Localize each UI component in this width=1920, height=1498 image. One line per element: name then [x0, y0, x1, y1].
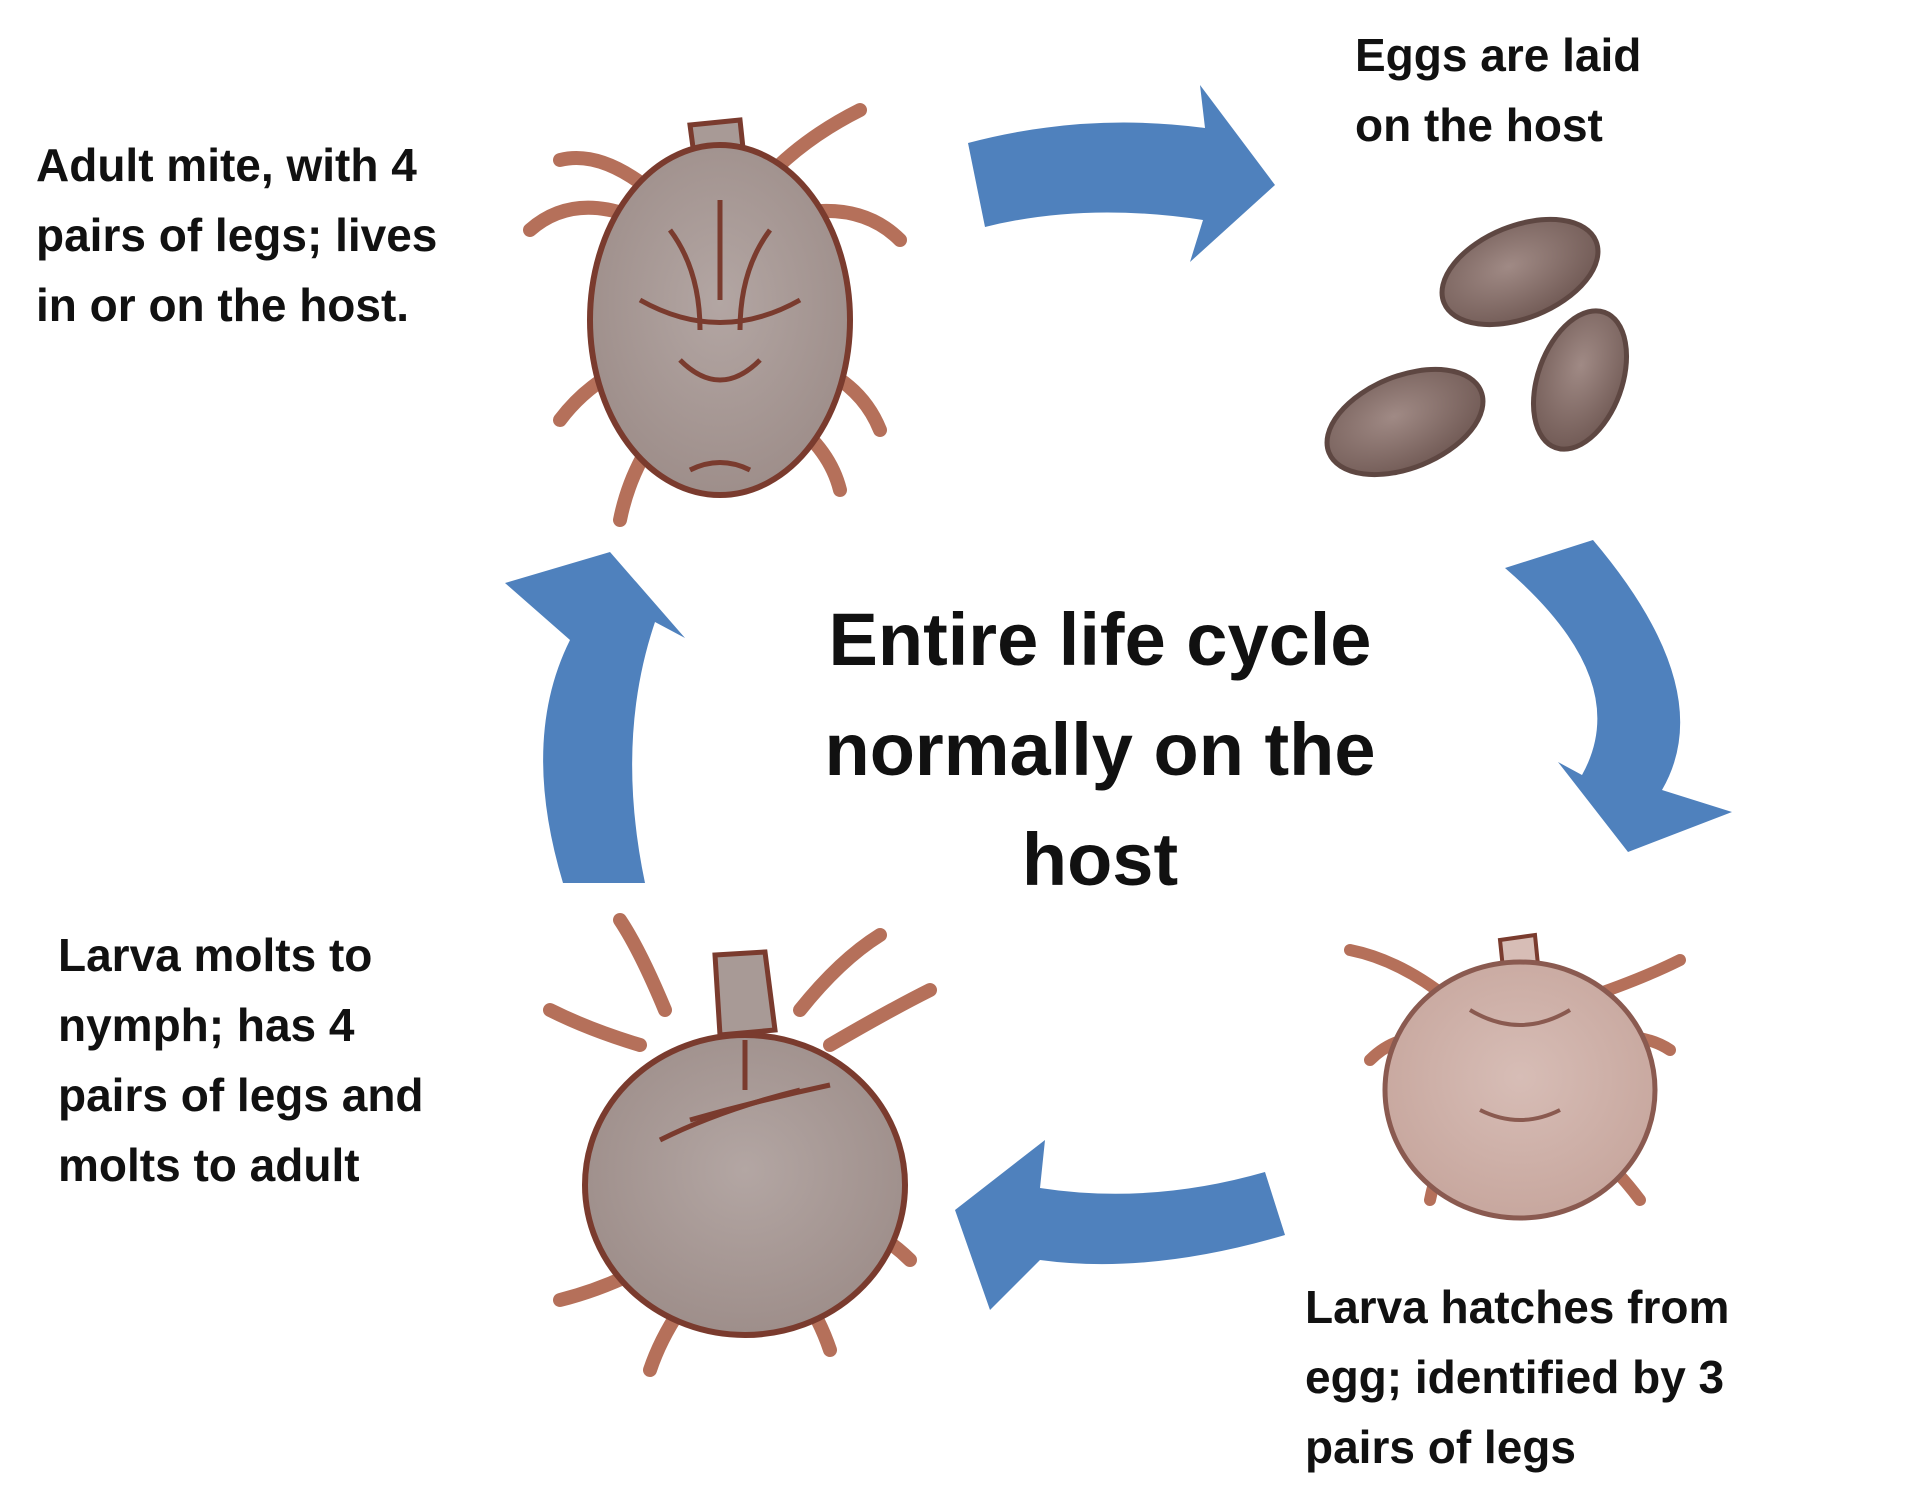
adult-label-line: in or on the host. — [36, 279, 410, 331]
eggs-label-line: Eggs are laid — [1355, 29, 1642, 81]
larva-icon — [1344, 932, 1686, 1221]
cycle-arrow-icon — [1505, 540, 1732, 852]
cycle-arrow-icon — [505, 552, 685, 883]
nymph-label-line: nymph; has 4 — [58, 999, 355, 1051]
center-title-line: host — [1021, 818, 1179, 901]
cycle-arrow-icon — [968, 85, 1275, 262]
larva-label-line: egg; identified by 3 — [1305, 1351, 1725, 1403]
eggs-stage-label: Eggs are laid on the host — [1355, 20, 1641, 160]
center-title-line: Entire life cycle — [828, 598, 1372, 681]
eggs-label-line: on the host — [1355, 99, 1603, 151]
adult-label-line: pairs of legs; lives — [36, 209, 438, 261]
nymph-label-line: pairs of legs and — [58, 1069, 424, 1121]
nymph-label-line: molts to adult — [58, 1139, 360, 1191]
adult-label-line: Adult mite, with 4 — [36, 139, 417, 191]
adult-stage-label: Adult mite, with 4 pairs of legs; lives … — [36, 130, 437, 340]
eggs-icon — [1324, 216, 1630, 478]
cycle-arrow-icon — [955, 1140, 1285, 1310]
center-title: Entire life cycle normally on the host — [700, 585, 1500, 915]
larva-label-line: Larva hatches from — [1305, 1281, 1730, 1333]
center-title-line: normally on the — [824, 708, 1376, 791]
nymph-label-line: Larva molts to — [58, 929, 373, 981]
adult-mite-icon — [523, 103, 907, 527]
nymph-icon — [543, 913, 937, 1377]
larva-stage-label: Larva hatches from egg; identified by 3 … — [1305, 1272, 1729, 1482]
larva-label-line: pairs of legs — [1305, 1421, 1576, 1473]
nymph-stage-label: Larva molts to nymph; has 4 pairs of leg… — [58, 920, 424, 1200]
